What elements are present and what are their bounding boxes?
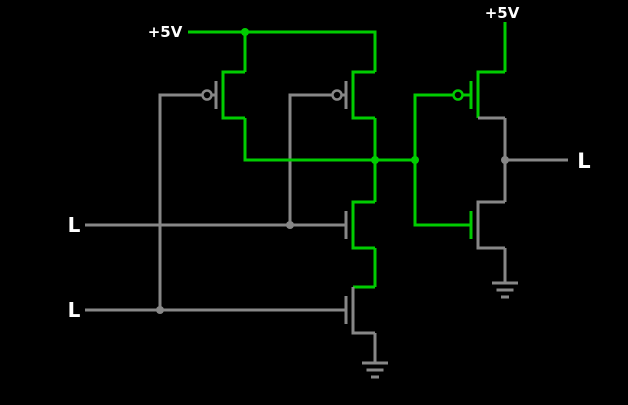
input-b-label[interactable]: L <box>68 298 81 322</box>
net-input-b[interactable] <box>85 93 346 312</box>
inverter-pmos[interactable] <box>452 70 506 120</box>
inverter-nmos[interactable] <box>469 200 505 250</box>
junction-input-b <box>156 306 164 314</box>
net-nand-output[interactable] <box>243 93 471 227</box>
pmos-pullup-b[interactable] <box>331 70 376 120</box>
channel-and-leads <box>221 70 245 120</box>
net-vdd-left[interactable] <box>188 30 377 72</box>
vdd-left-label[interactable]: +5V <box>148 23 183 41</box>
pmos-pullup-a[interactable] <box>201 70 246 120</box>
low-voltage-nets <box>85 93 568 379</box>
ground-inverter[interactable] <box>492 248 518 299</box>
pmos-gate-bubble-icon <box>452 89 464 101</box>
net-inverter-output[interactable] <box>503 118 568 202</box>
junction-nand-output <box>371 156 379 164</box>
input-a-label[interactable]: L <box>68 213 81 237</box>
channel-and-source-lead <box>351 287 375 335</box>
channel-and-source-lead <box>462 70 505 118</box>
channel-and-leads <box>351 70 375 120</box>
pmos-gate-bubble-icon <box>201 89 213 101</box>
channel-and-leads <box>476 200 505 250</box>
junction-inverter-output <box>501 156 509 164</box>
nmos-pulldown-b[interactable] <box>344 285 375 335</box>
ground-nand[interactable] <box>362 333 388 379</box>
net-input-a[interactable] <box>85 93 346 227</box>
junction-inverter-input <box>411 156 419 164</box>
vdd-right-label[interactable]: +5V <box>485 4 520 22</box>
junction-dots <box>156 28 509 314</box>
labels: +5V +5V L L L <box>68 4 591 322</box>
junction-input-a <box>286 221 294 229</box>
high-voltage-nets <box>188 22 507 287</box>
nmos-pulldown-a[interactable] <box>344 200 375 250</box>
channel-and-leads <box>351 200 375 250</box>
output-label: L <box>577 149 590 173</box>
junction-vdd-rail <box>241 28 249 36</box>
pmos-gate-bubble-icon <box>331 89 343 101</box>
